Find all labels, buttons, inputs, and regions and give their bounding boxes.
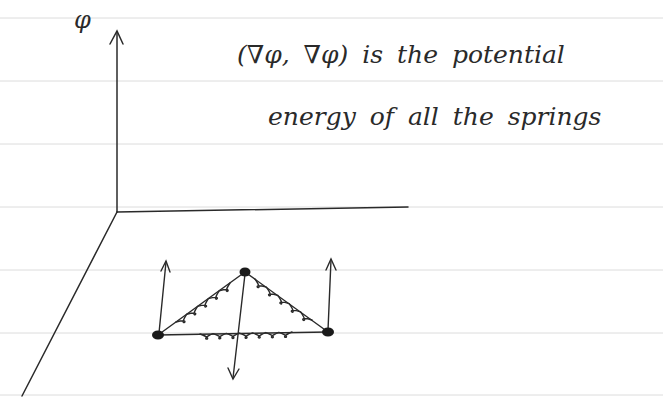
- ruled-lines: [0, 18, 663, 395]
- spring-network: [158, 272, 328, 339]
- spring-coil: [255, 279, 312, 320]
- displacement-arrows: [159, 259, 336, 379]
- note-text: (∇φ, ∇φ) is the potential: [237, 40, 565, 69]
- axis-label: φ: [74, 6, 91, 34]
- axes: [22, 31, 408, 396]
- spring-coil: [200, 332, 292, 339]
- spring-coil: [176, 283, 230, 323]
- mass-points: [152, 268, 334, 340]
- note-text: energy of all the springs: [268, 102, 601, 131]
